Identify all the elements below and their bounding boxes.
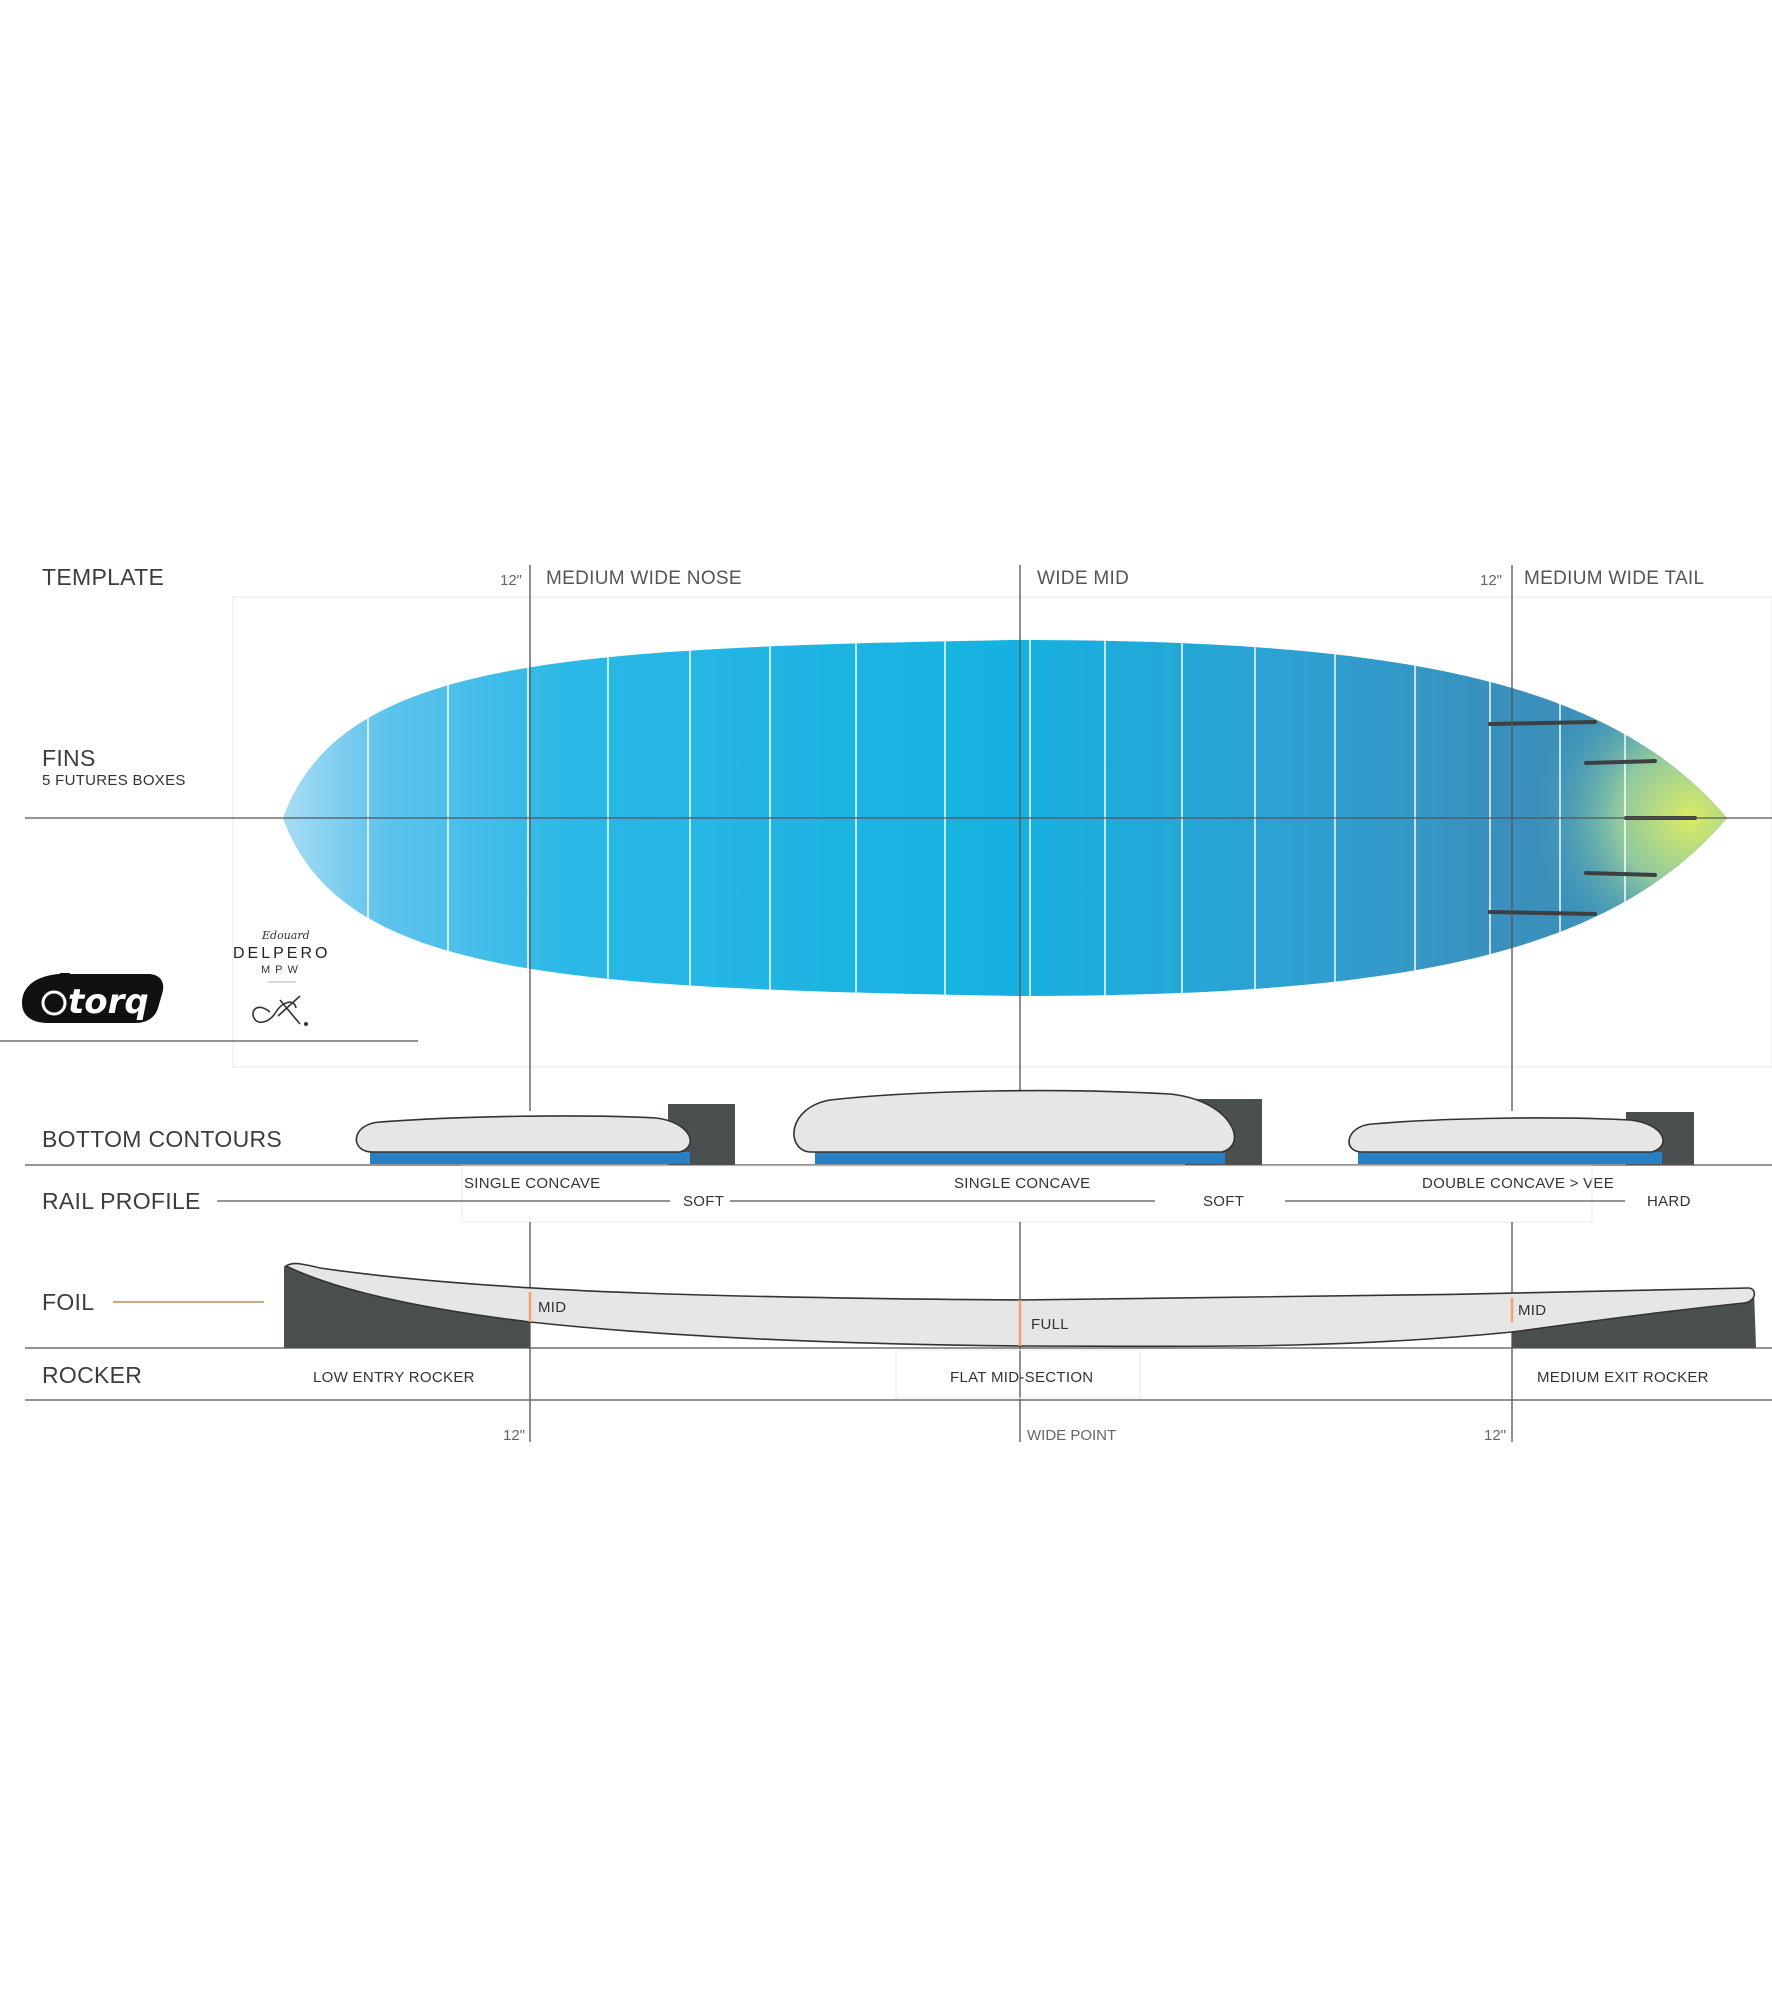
contour-nose-blue [370,1152,690,1164]
contour-mid-shape [793,1089,1236,1153]
fin-box [1488,720,1597,726]
surfboard-template [283,640,1727,996]
rocker-nose-label: LOW ENTRY ROCKER [313,1369,475,1386]
foil-nose-label: MID [538,1299,566,1316]
contour-mid-label: SINGLE CONCAVE [954,1175,1090,1192]
contour-mid-blue [815,1152,1225,1164]
board-panel-lines [367,640,1626,996]
template-nose-label: MEDIUM WIDE NOSE [546,568,742,589]
contour-tail-blue [1358,1152,1662,1164]
contour-nose-label: SINGLE CONCAVE [464,1175,600,1192]
template-mid-label: WIDE MID [1037,568,1129,589]
section-rail-profile-label: RAIL PROFILE [42,1188,201,1214]
rocker-mid-label: FLAT MID-SECTION [950,1369,1093,1386]
section-fins-label: FINS [42,745,96,771]
section-template-label: TEMPLATE [42,564,164,590]
brand-block: Edouard DELPERO MPW torq [22,929,330,1026]
contour-nose-shape [355,1115,691,1153]
torq-logo-text: torq [68,982,149,1022]
contour-tail-label: DOUBLE CONCAVE > VEE [1422,1175,1614,1192]
rail-profile-frame [461,1165,1593,1223]
nose-12-mark: 12" [500,572,522,589]
tail-12-mark: 12" [1480,572,1502,589]
foil-profile [284,1262,1756,1348]
torq-logo-icon: torq [22,973,164,1023]
fin-box [1584,871,1657,877]
fins-sub-label: 5 FUTURES BOXES [42,772,186,789]
infinity-heart-icon [252,995,308,1026]
contour-tail-shape [1348,1117,1664,1153]
shaper-name-label: DELPERO [233,945,330,962]
rocker-flat-frame [895,1349,1141,1399]
fin-box [1584,759,1657,765]
bottom-contour-profiles [355,1089,1694,1165]
template-tail-label: MEDIUM WIDE TAIL [1524,568,1704,589]
foil-tail-label: MID [1518,1302,1546,1319]
section-rocker-label: ROCKER [42,1362,142,1388]
bottom-nose-12-mark: 12" [503,1427,525,1444]
rocker-tail-label: MEDIUM EXIT ROCKER [1537,1369,1709,1386]
shaper-script-label: Edouard [261,929,310,942]
bottom-wide-point-label: WIDE POINT [1027,1427,1116,1444]
template-frame [232,596,1772,1068]
fin-box [1488,910,1597,916]
foil-mid-label: FULL [1031,1316,1069,1333]
rail-mid-label: SOFT [1203,1193,1244,1210]
rail-nose-label: SOFT [683,1193,724,1210]
model-name-label: MPW [261,964,303,976]
section-bottom-contours-label: BOTTOM CONTOURS [42,1126,282,1152]
bottom-tail-12-mark: 12" [1484,1427,1506,1444]
rail-tail-label: HARD [1647,1193,1691,1210]
section-foil-label: FOIL [42,1289,94,1315]
